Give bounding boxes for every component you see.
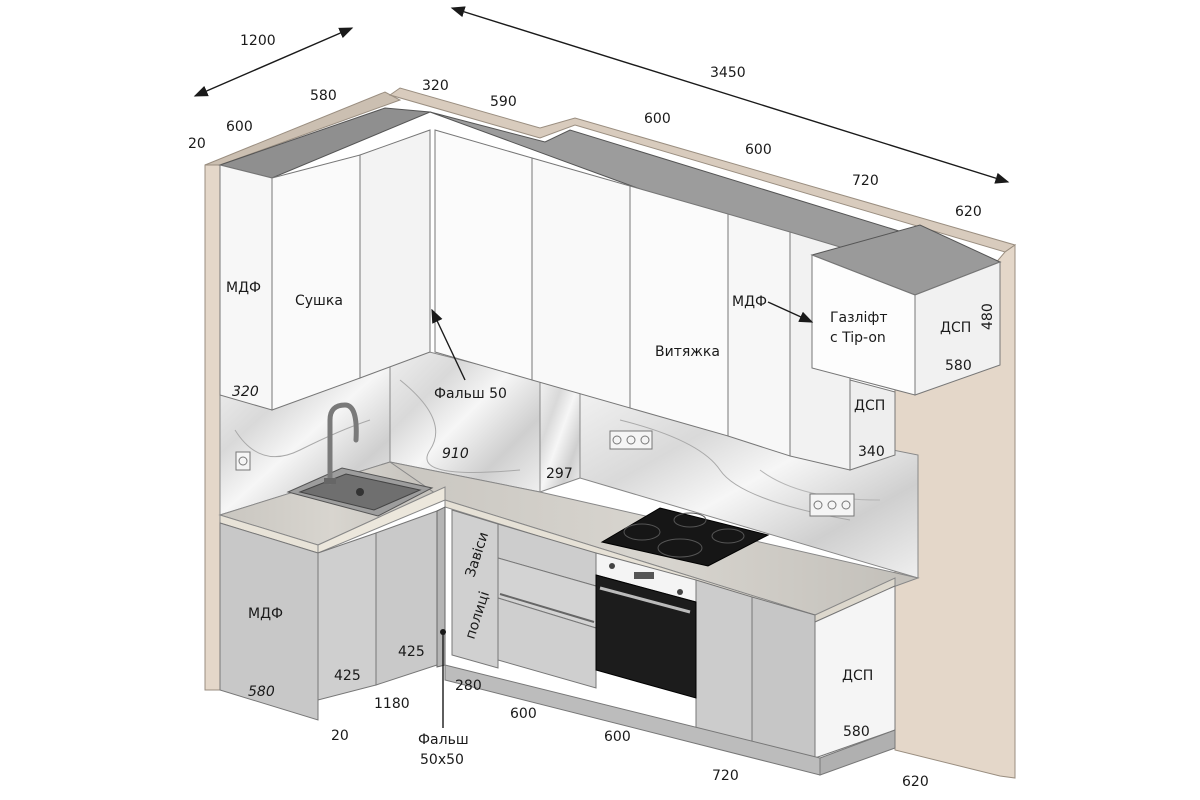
dim-280: 280 — [455, 678, 482, 694]
label-mdf-upper-left: МДФ — [226, 280, 261, 296]
dim-320-side: 320 — [232, 384, 259, 400]
dim-620-top: 620 — [955, 204, 982, 220]
dim-1200: 1200 — [240, 33, 276, 49]
upper-door-c — [629, 185, 729, 437]
dim-arrow-1200 — [193, 27, 354, 97]
dim-580-base: 580 — [248, 684, 275, 700]
label-dsp-upper: ДСП — [940, 320, 971, 336]
dim-590: 590 — [490, 94, 517, 110]
dim-480: 480 — [980, 303, 996, 330]
dim-910: 910 — [442, 446, 469, 462]
upper-left-door-2 — [359, 129, 431, 379]
dim-720-top: 720 — [852, 173, 879, 189]
dim-600-top-left: 600 — [226, 119, 253, 135]
dim-425-b: 425 — [398, 644, 425, 660]
dimension-labels: 1200 580 600 20 320 590 3450 600 600 720… — [188, 33, 996, 790]
dim-600-bot-b: 600 — [604, 729, 631, 745]
pointer-falsh50 — [431, 308, 466, 381]
label-dsp-side: ДСП — [854, 398, 885, 414]
label-mdf-lower: МДФ — [248, 606, 283, 622]
cooktop — [600, 507, 770, 567]
dim-580-box: 580 — [945, 358, 972, 374]
dim-3450: 3450 — [710, 65, 746, 81]
lower-door-4 — [695, 579, 753, 743]
upper-left-door-1 — [271, 154, 361, 411]
back-wall-top-left — [204, 91, 402, 166]
faucet-icon — [324, 402, 359, 485]
lower-drawer-3 — [497, 597, 597, 689]
part-labels: МДФ Сушка Фальш 50 Витяжка МДФ Газліфт с… — [226, 280, 971, 768]
dimension-arrows — [193, 6, 1010, 728]
upper-door-a — [434, 129, 533, 381]
dim-425-a: 425 — [334, 668, 361, 684]
oven — [595, 552, 697, 699]
dim-20-top: 20 — [188, 136, 206, 152]
dim-580-right: 580 — [843, 724, 870, 740]
label-falsh50: Фальш 50 — [434, 386, 507, 402]
dim-600-b: 600 — [745, 142, 772, 158]
label-falsh-bottom-2: 50х50 — [420, 752, 464, 768]
upper-dsp-side-panel — [849, 379, 896, 471]
falsh-corner-panel — [436, 506, 446, 668]
dim-340: 340 — [858, 444, 885, 460]
label-gazlift-1: Газліфт — [830, 310, 888, 326]
dim-620-bot: 620 — [902, 774, 929, 790]
left-wall — [204, 159, 221, 691]
dim-arrow-3450 — [450, 6, 1010, 184]
label-falsh-bottom-1: Фальш — [418, 732, 469, 748]
dim-720-bot: 720 — [712, 768, 739, 784]
socket-block-right — [809, 493, 855, 517]
label-vytyazhka: Витяжка — [655, 344, 720, 360]
upper-door-d — [727, 213, 791, 457]
cooktop-surface — [600, 507, 770, 567]
lower-left-side — [219, 522, 319, 721]
dim-600-a: 600 — [644, 111, 671, 127]
dim-20-bottom: 20 — [331, 728, 349, 744]
dim-297: 297 — [546, 466, 573, 482]
upper-door-b — [531, 157, 631, 409]
plinth-end — [819, 729, 896, 776]
label-sushka: Сушка — [295, 293, 343, 309]
socket-block-center — [609, 430, 653, 450]
socket-block-left — [235, 451, 251, 471]
gaslift-box-side — [914, 261, 1001, 396]
label-mdf-upper-right: МДФ — [732, 294, 767, 310]
lower-door-5 — [751, 596, 816, 759]
backsplash — [219, 341, 919, 579]
label-gazlift-2: с Tip-on — [830, 330, 886, 346]
lower-cabinets — [219, 506, 896, 776]
label-dsp-lower: ДСП — [842, 668, 873, 684]
dim-320-top: 320 — [422, 78, 449, 94]
dim-1180: 1180 — [374, 696, 410, 712]
dim-580-top: 580 — [310, 88, 337, 104]
pointer-mdf-right — [767, 301, 814, 323]
dim-600-bot-a: 600 — [510, 706, 537, 722]
lower-hinge-door — [451, 509, 499, 669]
